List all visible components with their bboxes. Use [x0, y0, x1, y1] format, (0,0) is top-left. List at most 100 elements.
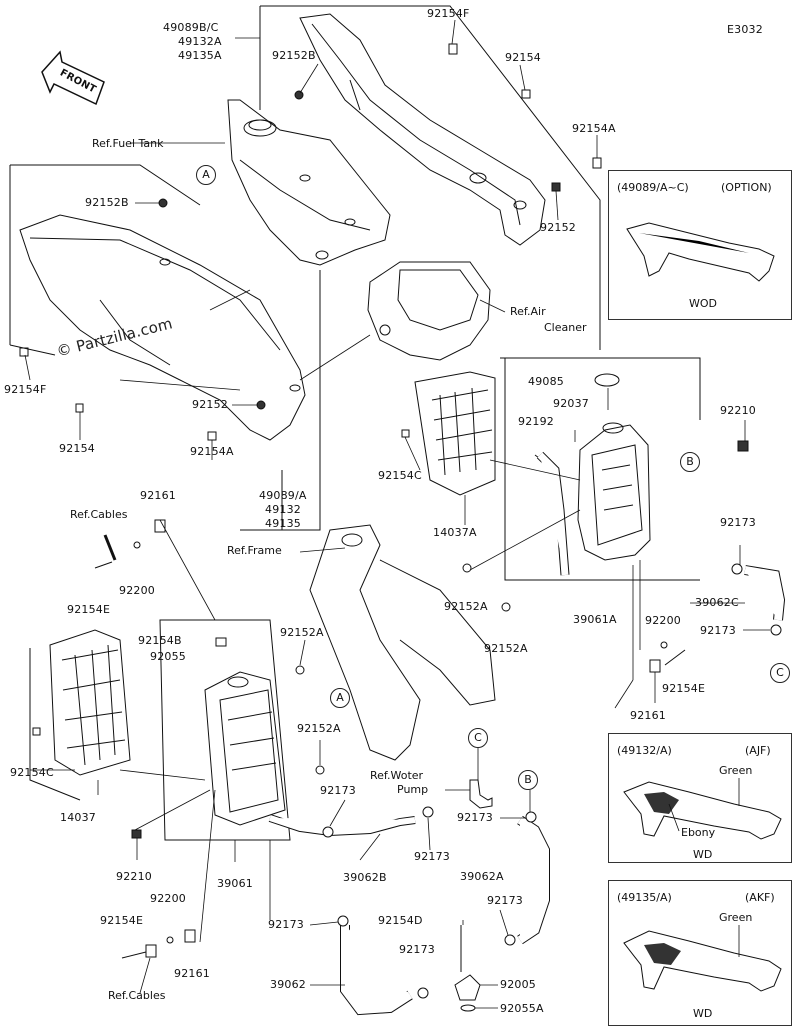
part-92154f-left[interactable]: 92154F [4, 383, 47, 396]
option3-note: (AKF) [745, 891, 775, 904]
option3-shroud-icon [623, 925, 782, 992]
part-92152a-1[interactable]: 92152A [444, 600, 488, 613]
part-92154e-right[interactable]: 92154E [662, 682, 706, 695]
part-39062a[interactable]: 39062A [460, 870, 504, 883]
option2-variant: WD [693, 848, 713, 861]
option1-shroud-icon [626, 222, 775, 282]
part-49132[interactable]: 49132 [265, 503, 301, 516]
ref-air-cleaner-1: Ref.Air [510, 305, 546, 318]
part-92210-right[interactable]: 92210 [720, 404, 756, 417]
part-92200-bot[interactable]: 92200 [150, 892, 186, 905]
part-92173-e[interactable]: 92173 [487, 894, 523, 907]
option2-note: (AJF) [745, 744, 771, 757]
part-92161-top[interactable]: 92161 [140, 489, 176, 502]
part-92152b-top[interactable]: 92152B [272, 49, 316, 62]
ref-fuel-tank: Ref.Fuel Tank [92, 137, 164, 150]
part-92152a-2[interactable]: 92152A [484, 642, 528, 655]
part-49132a[interactable]: 49132A [178, 35, 222, 48]
option-box-ajf: (49132/A) (AJF) Green Ebony WD [608, 733, 792, 863]
option1-note: (OPTION) [721, 181, 772, 194]
ref-water-pump-2: Pump [397, 783, 429, 796]
ref-cables-top: Ref.Cables [70, 508, 128, 521]
part-39061a[interactable]: 39061A [573, 613, 617, 626]
part-92055a[interactable]: 92055A [500, 1002, 544, 1015]
option1-code: (49089/A~C) [617, 181, 689, 194]
part-49135a[interactable]: 49135A [178, 49, 222, 62]
frame-part [309, 524, 496, 761]
part-92154e-top[interactable]: 92154E [67, 603, 111, 616]
part-92055[interactable]: 92055 [150, 650, 186, 663]
part-92154f-top[interactable]: 92154F [427, 7, 470, 20]
ref-cables-bottom: Ref.Cables [108, 989, 166, 1002]
part-92161-right[interactable]: 92161 [630, 709, 666, 722]
part-92152-mid[interactable]: 92152 [192, 398, 228, 411]
part-39062[interactable]: 39062 [270, 978, 306, 991]
radiator-grill-left-part [49, 629, 131, 776]
front-arrow-icon [41, 50, 105, 106]
part-49089a[interactable]: 49089/A [259, 489, 307, 502]
part-92152b-left[interactable]: 92152B [85, 196, 129, 209]
marker-c-lower: C [468, 728, 488, 748]
left-shroud-part [19, 214, 306, 441]
part-92192[interactable]: 92192 [518, 415, 554, 428]
part-92154a-top[interactable]: 92154A [572, 122, 616, 135]
part-49085[interactable]: 49085 [528, 375, 564, 388]
air-cleaner-part [367, 261, 491, 361]
part-92173-b[interactable]: 92173 [414, 850, 450, 863]
marker-c-right: C [770, 663, 790, 683]
part-49089b[interactable]: 49089B/C [163, 21, 219, 34]
option3-color-green: Green [719, 911, 753, 924]
part-14037a[interactable]: 14037A [433, 526, 477, 539]
option3-code: (49135/A) [617, 891, 672, 904]
option2-color-ebony: Ebony [681, 826, 716, 839]
part-92154c-mid[interactable]: 92154C [378, 469, 422, 482]
part-92161-bot[interactable]: 92161 [174, 967, 210, 980]
right-radiator-part [577, 373, 651, 561]
part-92200-top[interactable]: 92200 [119, 584, 155, 597]
marker-b-lower: B [518, 770, 538, 790]
option-box-wod: (49089/A~C) (OPTION) WOD [608, 170, 792, 320]
option2-shroud-icon [623, 778, 782, 840]
part-39061[interactable]: 39061 [217, 877, 253, 890]
part-92154-left[interactable]: 92154 [59, 442, 95, 455]
option2-code: (49132/A) [617, 744, 672, 757]
part-92154c-left[interactable]: 92154C [10, 766, 54, 779]
part-92173-r1[interactable]: 92173 [720, 516, 756, 529]
part-92037[interactable]: 92037 [553, 397, 589, 410]
marker-a-mid: A [330, 688, 350, 708]
ref-frame: Ref.Frame [227, 544, 282, 557]
marker-b-right: B [680, 452, 700, 472]
part-49135[interactable]: 49135 [265, 517, 301, 530]
hoses-part [268, 451, 786, 1016]
part-92173-a[interactable]: 92173 [320, 784, 356, 797]
part-92152a-3[interactable]: 92152A [280, 626, 324, 639]
ref-air-cleaner-2: Cleaner [544, 321, 587, 334]
part-92154e-bot[interactable]: 92154E [100, 914, 144, 927]
part-92154a-mid[interactable]: 92154A [190, 445, 234, 458]
part-39062b[interactable]: 39062B [343, 871, 387, 884]
part-39062c[interactable]: 39062C [695, 596, 739, 609]
left-radiator-part [204, 671, 286, 826]
part-92173-f[interactable]: 92173 [399, 943, 435, 956]
part-14037[interactable]: 14037 [60, 811, 96, 824]
part-92173-r2[interactable]: 92173 [700, 624, 736, 637]
option-box-akf: (49135/A) (AKF) Green WD [608, 880, 792, 1026]
part-92210-left[interactable]: 92210 [116, 870, 152, 883]
part-92154d[interactable]: 92154D [378, 914, 423, 927]
part-92154b[interactable]: 92154B [138, 634, 182, 647]
part-92173-c[interactable]: 92173 [457, 811, 493, 824]
top-bracket-part [299, 13, 546, 246]
diagram-code: E3032 [727, 23, 763, 36]
radiator-grill-right-part [414, 371, 496, 496]
part-92200-right[interactable]: 92200 [645, 614, 681, 627]
part-92173-d[interactable]: 92173 [268, 918, 304, 931]
part-92154-top[interactable]: 92154 [505, 51, 541, 64]
part-92152-top[interactable]: 92152 [540, 221, 576, 234]
option3-variant: WD [693, 1007, 713, 1020]
part-92005[interactable]: 92005 [500, 978, 536, 991]
option2-color-green: Green [719, 764, 753, 777]
ref-water-pump-1: Ref.Woter [370, 769, 424, 782]
part-92152a-4[interactable]: 92152A [297, 722, 341, 735]
